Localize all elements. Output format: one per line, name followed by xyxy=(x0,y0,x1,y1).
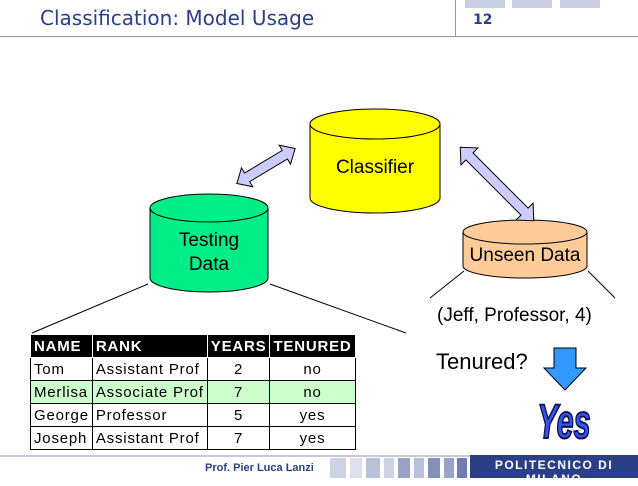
table-row: Merlisa Associate Prof 7 no xyxy=(30,380,356,404)
table-header-row: NAME RANK YEARS TENURED xyxy=(30,334,356,358)
footer-decor xyxy=(330,458,467,478)
table-cell: Joseph xyxy=(30,426,93,450)
footer-institution: POLITECNICO DI MILANO xyxy=(494,458,614,486)
testing-label-line2: Data xyxy=(188,254,230,275)
testing-data-table: NAME RANK YEARS TENURED Tom Assistant Pr… xyxy=(30,334,356,450)
column-header: NAME xyxy=(30,334,93,358)
classifier-cylinder xyxy=(309,108,441,214)
table-cell: Tom xyxy=(30,357,93,381)
page-title: Classification: Model Usage xyxy=(40,6,315,30)
table-cell: yes xyxy=(269,426,356,450)
arrow-classifier-unseen xyxy=(459,146,535,222)
table-cell: 5 xyxy=(206,403,271,427)
table-row: Tom Assistant Prof 2 no xyxy=(30,357,356,381)
header-rule xyxy=(0,36,638,37)
table-cell: no xyxy=(269,380,356,404)
unseen-data-label: Unseen Data xyxy=(469,245,581,266)
table-row: Joseph Assistant Prof 7 yes xyxy=(30,426,356,450)
testing-label-line1: Testing xyxy=(178,230,240,251)
header-divider xyxy=(455,0,456,36)
table-cell: George xyxy=(30,403,93,427)
header-decor xyxy=(512,0,552,8)
header-decor xyxy=(560,0,600,8)
table-cell: 7 xyxy=(206,426,271,450)
table-cell: Assistant Prof xyxy=(91,426,208,450)
arrow-testing-classifier xyxy=(236,144,296,188)
column-header: TENURED xyxy=(269,334,356,358)
testing-data-label: Testing Data xyxy=(150,229,268,277)
connector-line xyxy=(31,283,149,334)
connector-line xyxy=(587,270,616,299)
table-cell: Merlisa xyxy=(30,380,93,404)
connector-line xyxy=(269,283,407,334)
header-decor xyxy=(465,0,505,8)
column-header: RANK xyxy=(91,334,208,358)
footer-bar xyxy=(470,455,638,478)
table-cell: yes xyxy=(269,403,356,427)
testing-data-cylinder xyxy=(149,193,269,293)
unseen-tuple: (Jeff, Professor, 4) xyxy=(437,305,592,326)
answer-yes: Yes xyxy=(537,394,590,449)
table-cell: Professor xyxy=(91,403,208,427)
table-cell: no xyxy=(269,357,356,381)
footer-author: Prof. Pier Luca Lanzi xyxy=(205,462,314,474)
connector-line xyxy=(429,270,465,299)
page-number: 12 xyxy=(473,12,493,28)
classifier-label: Classifier xyxy=(335,157,415,178)
table-cell: 7 xyxy=(206,380,271,404)
table-cell: Assistant Prof xyxy=(91,357,208,381)
table-cell: Associate Prof xyxy=(91,380,208,404)
table-cell: 2 xyxy=(206,357,271,381)
tenured-question: Tenured? xyxy=(436,349,528,374)
column-header: YEARS xyxy=(206,334,271,358)
table-row: George Professor 5 yes xyxy=(30,403,356,427)
down-arrow-icon xyxy=(542,347,588,391)
